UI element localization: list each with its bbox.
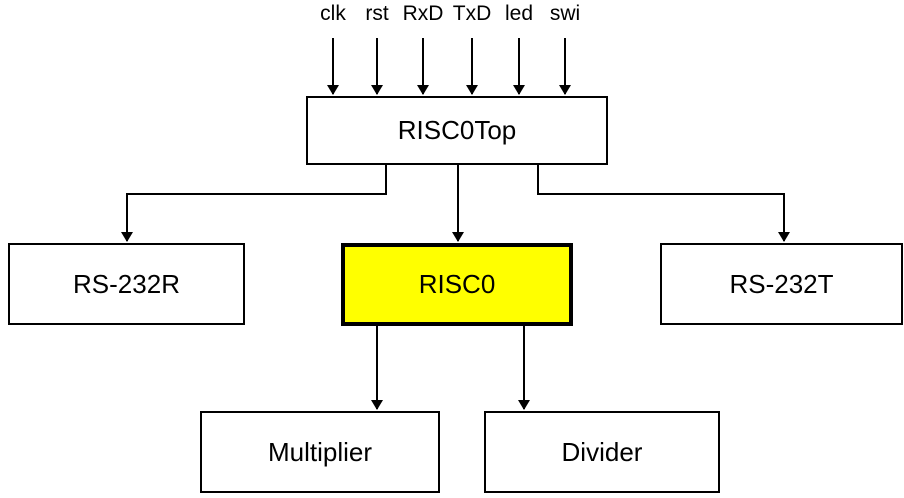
input-label-led: led <box>504 2 534 25</box>
block-divider: Divider <box>484 411 720 493</box>
input-label-swi: swi <box>549 2 581 25</box>
input-label-rxd: RxD <box>402 2 444 25</box>
block-rs232r-label: RS-232R <box>73 268 180 299</box>
block-multiplier: Multiplier <box>200 411 440 493</box>
block-divider-label: Divider <box>561 436 643 467</box>
input-label-clk: clk <box>320 2 346 25</box>
block-multiplier-label: Multiplier <box>267 436 373 467</box>
block-risc0top-label: RISC0Top <box>397 115 517 145</box>
block-risc0-label: RISC0 <box>418 269 496 299</box>
block-rs232t-label: RS-232T <box>729 268 834 299</box>
block-rs232t: RS-232T <box>660 243 903 325</box>
connector-top-to-rs232t <box>537 165 790 242</box>
input-label-rst: rst <box>365 2 389 25</box>
input-label-txd: TxD <box>452 2 492 25</box>
block-rs232r: RS-232R <box>8 243 245 325</box>
connector-top-to-rs232r <box>121 165 387 242</box>
block-risc0top: RISC0Top <box>306 96 608 165</box>
block-risc0: RISC0 <box>341 243 573 326</box>
